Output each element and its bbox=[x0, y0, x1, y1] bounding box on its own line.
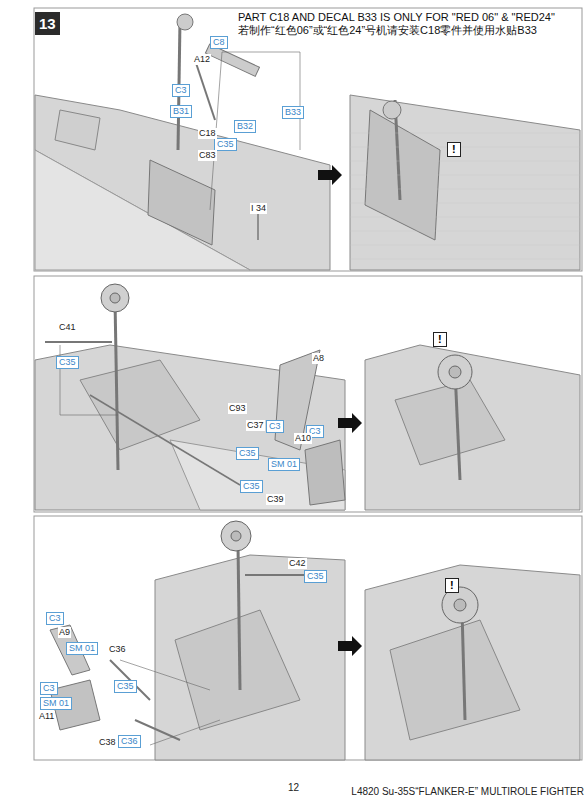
node-text: SM 01 bbox=[271, 459, 297, 469]
paint-code: C8 bbox=[210, 36, 228, 49]
node-text: C35 bbox=[243, 481, 260, 491]
node-text: B33 bbox=[285, 107, 301, 117]
step-number: 13 bbox=[35, 12, 60, 35]
node-text: C3 bbox=[175, 85, 187, 95]
node-text: PART C18 AND DECAL B33 IS ONLY FOR "RED … bbox=[238, 11, 577, 24]
part-number: C36 bbox=[108, 644, 127, 655]
part-number: C38 bbox=[98, 737, 117, 748]
warning-box: ! bbox=[433, 332, 447, 347]
node-text: C3 bbox=[43, 683, 55, 693]
node-text: C36 bbox=[121, 736, 138, 746]
node-text: C35 bbox=[59, 357, 76, 367]
node-text: C35 bbox=[307, 571, 324, 581]
part-number: A8 bbox=[312, 353, 325, 364]
part-number: C42 bbox=[288, 558, 307, 569]
part-number: C39 bbox=[266, 494, 285, 505]
node-text: 13 bbox=[39, 15, 56, 32]
node-text: C3 bbox=[269, 421, 281, 431]
paint-code: C36 bbox=[118, 735, 141, 748]
node-text: C8 bbox=[213, 37, 225, 47]
part-number: C83 bbox=[198, 150, 217, 161]
warning-box: ! bbox=[447, 142, 461, 157]
paint-code: C35 bbox=[56, 356, 79, 369]
note-box: PART C18 AND DECAL B33 IS ONLY FOR "RED … bbox=[235, 10, 580, 38]
node-text: B31 bbox=[173, 106, 189, 116]
paint-code: C3 bbox=[266, 420, 284, 433]
part-number: A12 bbox=[193, 54, 211, 65]
node-text: C35 bbox=[239, 448, 256, 458]
paint-code: C35 bbox=[114, 680, 137, 693]
part-number: C41 bbox=[58, 322, 77, 333]
part-number: C18 bbox=[198, 128, 217, 139]
paint-code: SM 01 bbox=[66, 642, 98, 655]
node-text: C35 bbox=[217, 139, 234, 149]
paint-code: C35 bbox=[214, 138, 237, 151]
part-number: C93 bbox=[228, 403, 247, 414]
node-text: SM 01 bbox=[43, 698, 69, 708]
decal-code: B31 bbox=[170, 105, 192, 118]
part-number: C37 bbox=[246, 420, 265, 431]
part-number: A11 bbox=[38, 711, 55, 722]
paint-code: C35 bbox=[236, 447, 259, 460]
node-text: ! bbox=[452, 143, 456, 155]
warning-box: ! bbox=[445, 578, 459, 593]
paint-code: C3 bbox=[40, 682, 58, 695]
node-subtext: 若制作“红色06”或“红色24”号机请安装C18零件并使用水贴B33 bbox=[238, 24, 577, 37]
node-text: ! bbox=[438, 333, 442, 345]
paint-code: C3 bbox=[46, 612, 64, 625]
node-text: B32 bbox=[237, 121, 253, 131]
node-text: SM 01 bbox=[69, 643, 95, 653]
footer-title: L4820 Su-35S“FLANKER-E” MULTIROLE FIGHTE… bbox=[351, 786, 584, 797]
part-number: A9 bbox=[58, 627, 71, 638]
paint-code: C35 bbox=[240, 480, 263, 493]
node-text: C35 bbox=[117, 681, 134, 691]
page-number: 12 bbox=[288, 782, 299, 793]
paint-code: SM 01 bbox=[40, 697, 72, 710]
paint-code: C35 bbox=[304, 570, 327, 583]
decal-code: B32 bbox=[234, 120, 256, 133]
part-number: I 34 bbox=[250, 203, 267, 214]
node-text: C3 bbox=[49, 613, 61, 623]
paint-code: C3 bbox=[172, 84, 190, 97]
node-text: ! bbox=[450, 579, 454, 591]
part-number: A10 bbox=[294, 433, 312, 444]
paint-code: SM 01 bbox=[268, 458, 300, 471]
decal-code: B33 bbox=[282, 106, 304, 119]
